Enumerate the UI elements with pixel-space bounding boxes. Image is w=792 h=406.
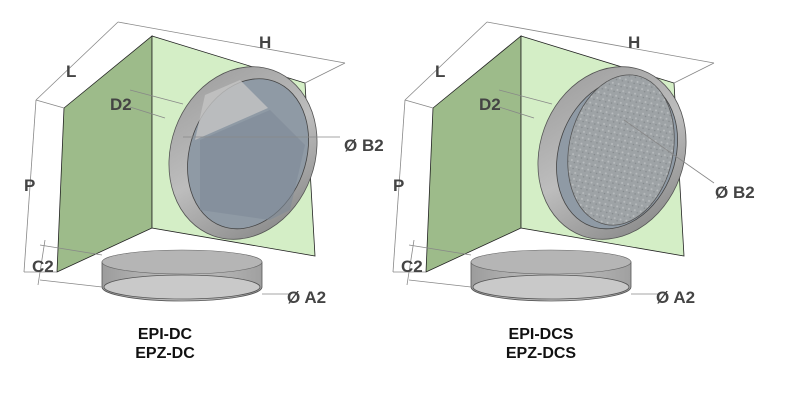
label-b2: Ø B2 (344, 136, 384, 155)
label-b2: Ø B2 (715, 183, 755, 202)
label-a2: Ø A2 (656, 288, 695, 307)
label-l: L (435, 62, 445, 81)
label-c2: C2 (32, 257, 54, 276)
damper-blade (200, 110, 305, 220)
damper-disk (567, 74, 675, 226)
label-c2: C2 (401, 257, 423, 276)
dimension-lines (23, 21, 346, 295)
label-d2: D2 (479, 95, 501, 114)
damper-upper (195, 80, 268, 140)
title-line-2: EPZ-DC (135, 345, 195, 362)
label-a2: Ø A2 (287, 288, 326, 307)
label-h: H (259, 33, 271, 52)
label-l: L (66, 62, 76, 81)
label-h: H (628, 33, 640, 52)
title-line-2: EPZ-DCS (506, 345, 577, 362)
label-d2: D2 (110, 95, 132, 114)
bottom-collar (470, 249, 632, 302)
bottom-collar (101, 249, 263, 302)
title-line-1: EPI-DC (138, 326, 193, 343)
dimension-lines (392, 21, 715, 295)
figure-epi-dc: L H D2 P C2 Ø B2 Ø A2 EPI-DC EPZ-DC (23, 21, 384, 362)
label-p: P (24, 176, 35, 195)
title-line-1: EPI-DCS (509, 326, 574, 343)
label-p: P (393, 176, 404, 195)
figure-epi-dcs: L H D2 P C2 Ø B2 Ø A2 EPI-DCS EPZ-DCS (392, 21, 755, 362)
